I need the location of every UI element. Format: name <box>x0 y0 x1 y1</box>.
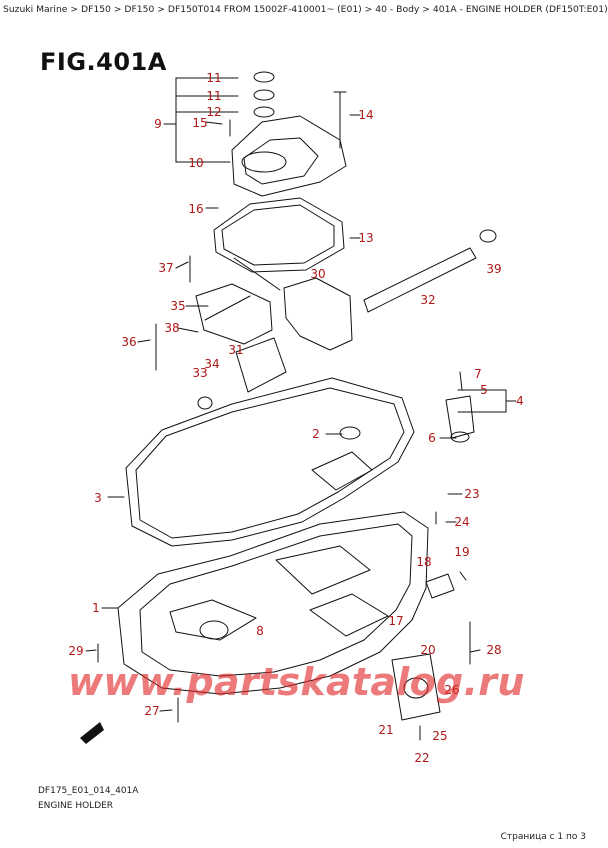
callout-19: 19 <box>454 545 469 559</box>
callout-23: 23 <box>464 487 479 501</box>
callout-21: 21 <box>378 723 393 737</box>
callout-14: 14 <box>358 108 373 122</box>
callout-25: 25 <box>432 729 447 743</box>
callout-3: 3 <box>94 491 102 505</box>
callout-35: 35 <box>170 299 185 313</box>
callout-29: 29 <box>68 644 83 658</box>
callout-2: 2 <box>312 427 320 441</box>
callout-6: 6 <box>428 431 436 445</box>
callout-12: 12 <box>206 105 221 119</box>
callout-13: 13 <box>358 231 373 245</box>
callout-1: 1 <box>92 601 100 615</box>
callout-28: 28 <box>486 643 501 657</box>
callout-16: 16 <box>188 202 203 216</box>
callout-7: 7 <box>474 367 482 381</box>
callout-37: 37 <box>158 261 173 275</box>
callout-33: 33 <box>192 366 207 380</box>
callout-26: 26 <box>444 683 459 697</box>
figure-code: DF175_E01_014_401A <box>38 786 139 796</box>
callout-18: 18 <box>416 555 431 569</box>
callout-20: 20 <box>420 643 435 657</box>
callout-11: 11 <box>206 89 221 103</box>
callout-4: 4 <box>516 394 524 408</box>
callout-38: 38 <box>164 321 179 335</box>
callout-30: 30 <box>310 267 325 281</box>
callout-27: 27 <box>144 704 159 718</box>
figure-title: FIG.401A <box>40 48 167 76</box>
callout-8: 8 <box>256 624 264 638</box>
callout-32: 32 <box>420 293 435 307</box>
callout-34: 34 <box>204 357 219 371</box>
callout-15: 15 <box>192 116 207 130</box>
callout-5: 5 <box>480 383 488 397</box>
callout-22: 22 <box>414 751 429 765</box>
callout-36: 36 <box>121 335 136 349</box>
callout-39: 39 <box>486 262 501 276</box>
page-indicator: Страница с 1 по 3 <box>500 832 586 842</box>
callout-11: 11 <box>206 71 221 85</box>
callout-10: 10 <box>188 156 203 170</box>
callout-31: 31 <box>228 343 243 357</box>
callout-24: 24 <box>454 515 469 529</box>
callout-17: 17 <box>388 614 403 628</box>
callout-9: 9 <box>154 117 162 131</box>
breadcrumb: Suzuki Marine > DF150 > DF150 > DF150T01… <box>3 4 608 15</box>
figure-name: ENGINE HOLDER <box>38 801 114 811</box>
watermark: www.partskatalog.ru <box>68 660 525 704</box>
